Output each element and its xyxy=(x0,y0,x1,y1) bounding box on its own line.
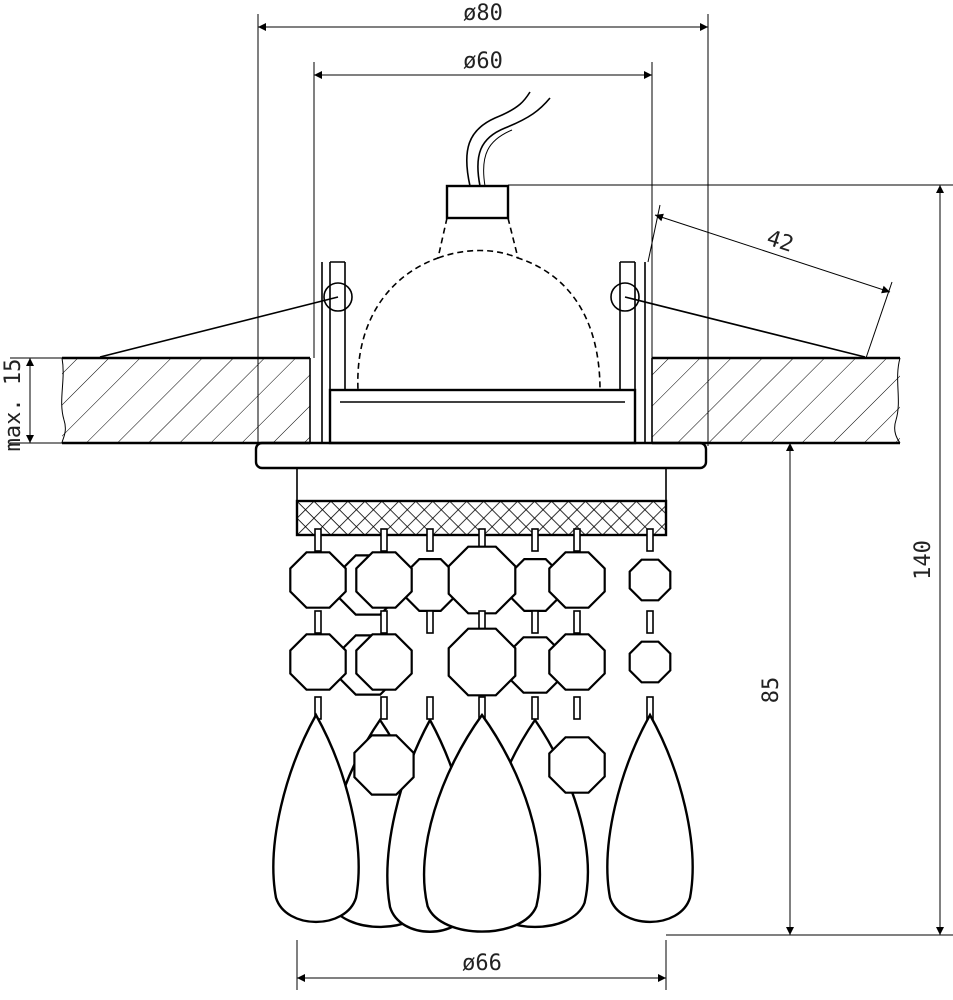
dimension-visible-height: 85 xyxy=(759,443,794,935)
crystal-link xyxy=(573,528,581,552)
octagon-crystal xyxy=(355,633,413,691)
teardrop-crystal xyxy=(606,712,694,924)
crystal-link xyxy=(426,696,434,720)
octagon-crystal xyxy=(447,545,517,615)
crystal-link xyxy=(426,610,434,634)
teardrop-crystal xyxy=(272,712,360,924)
power-wires xyxy=(465,91,551,187)
octagon-crystal xyxy=(447,627,517,697)
crystal-strands xyxy=(272,528,694,933)
label-max-thickness: max. 15 xyxy=(1,359,26,452)
label-spring-length: 42 xyxy=(764,226,797,258)
crystal-link xyxy=(426,528,434,552)
crystal-link xyxy=(380,610,388,634)
label-visible-height: 85 xyxy=(759,677,784,704)
octagon-crystal xyxy=(628,558,672,602)
octagon-crystal xyxy=(353,734,415,796)
dimension-crystal-diameter: ø66 xyxy=(297,951,666,982)
octagon-crystal xyxy=(289,633,347,691)
dimension-spring-length: 42 xyxy=(647,204,893,359)
octagon-crystal xyxy=(355,551,413,609)
octagon-crystal xyxy=(548,736,606,794)
octagon-crystal xyxy=(548,633,606,691)
lamp-bulb-outline xyxy=(357,217,601,391)
crystal-link xyxy=(573,610,581,634)
crystal-holder-ring xyxy=(295,467,668,537)
teardrop-crystal xyxy=(422,712,542,933)
crystal-link xyxy=(380,528,388,552)
dimension-total-height: 140 xyxy=(911,185,944,935)
trim-flange xyxy=(254,441,708,470)
crystal-link xyxy=(573,696,581,720)
crystal-link xyxy=(646,610,654,634)
crystal-link xyxy=(531,610,539,634)
crystal-link xyxy=(314,610,322,634)
octagon-crystal xyxy=(628,640,672,684)
lamp-socket xyxy=(445,184,510,220)
crystal-link xyxy=(314,528,322,552)
label-crystal-diameter: ø66 xyxy=(462,951,502,976)
crystal-link xyxy=(531,528,539,552)
label-cutout-diameter: ø60 xyxy=(463,49,503,74)
ceiling-section-right xyxy=(651,356,901,445)
label-outer-diameter: ø80 xyxy=(463,1,503,26)
spring-clip-right xyxy=(610,261,866,390)
label-total-height: 140 xyxy=(911,540,936,580)
crystal-link xyxy=(380,696,388,720)
dimension-ceiling-thickness: max. 15 xyxy=(1,358,34,452)
crystal-link xyxy=(646,528,654,552)
dimension-outer-diameter: ø80 xyxy=(258,1,708,31)
dimension-cutout-diameter: ø60 xyxy=(314,49,652,79)
octagon-crystal xyxy=(289,551,347,609)
octagon-crystal xyxy=(548,551,606,609)
ceiling-section-left xyxy=(61,356,311,445)
crystal-link xyxy=(531,696,539,720)
spring-clip-left xyxy=(99,261,353,390)
